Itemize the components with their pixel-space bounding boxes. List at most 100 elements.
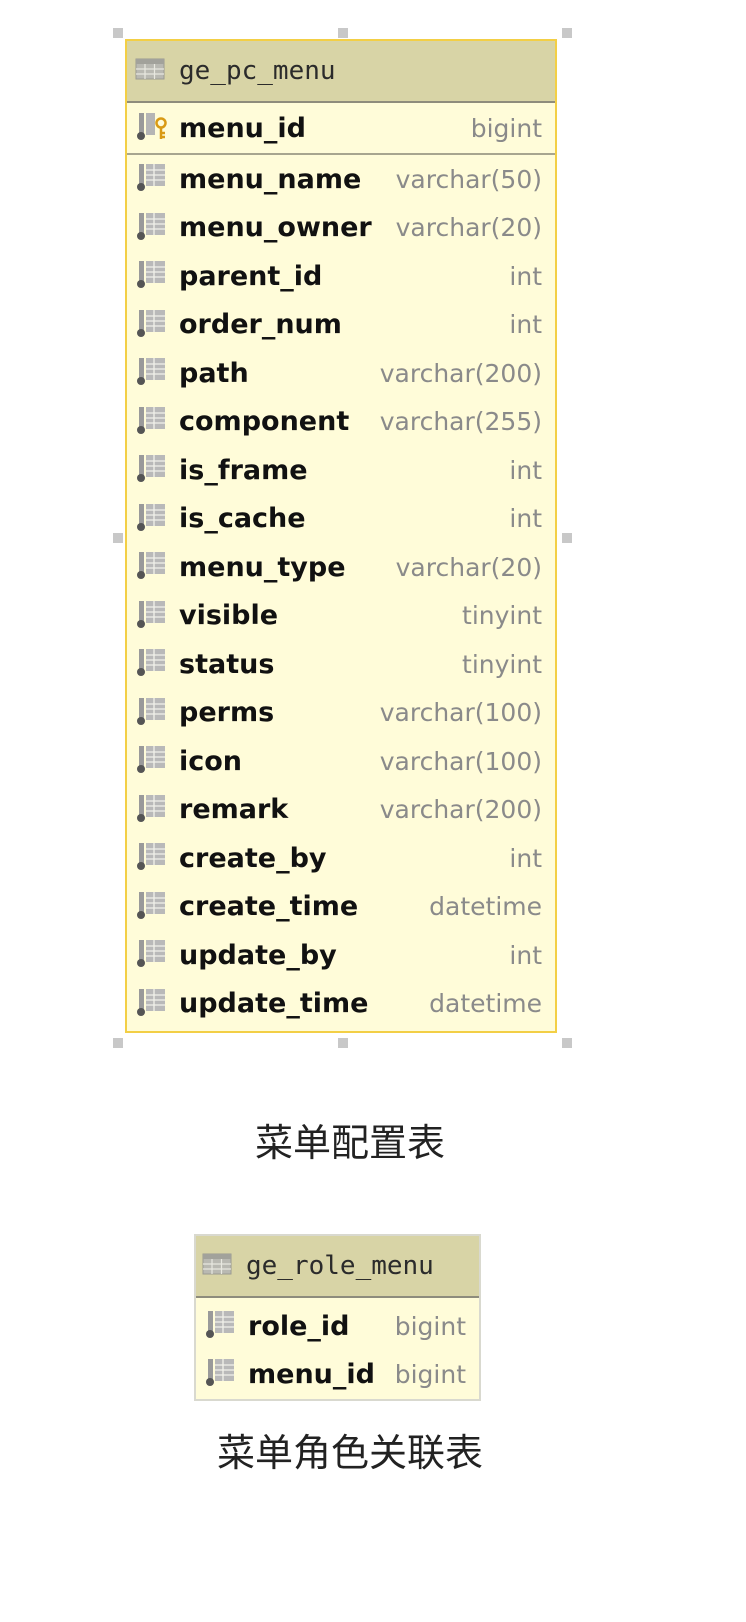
column-row[interactable]: order_num int [127,301,555,350]
column-icon [135,840,169,876]
column-row[interactable]: is_frame int [127,446,555,495]
column-type: varchar(20) [395,213,542,243]
column-name: update_by [179,939,337,971]
column-row[interactable]: visible tinyint [127,592,555,641]
primary-key-row[interactable]: menu_id bigint [127,103,555,155]
column-name: update_time [179,988,369,1020]
column-icon [135,695,169,731]
column-name: menu_type [179,551,346,583]
table-title: ge_pc_menu [179,56,336,86]
resize-handle-top-center[interactable] [338,28,348,38]
resize-handle-bottom-center[interactable] [338,1038,348,1048]
column-type: int [509,455,542,485]
column-name: menu_id [179,112,306,144]
resize-handle-top-right[interactable] [562,28,572,38]
column-name: create_by [179,842,327,874]
column-row[interactable]: path varchar(200) [127,349,555,398]
column-type: varchar(50) [395,164,542,194]
column-type: int [509,940,542,970]
column-name: role_id [248,1310,350,1342]
column-type: varchar(200) [379,358,542,388]
column-name: is_frame [179,454,308,486]
column-type: varchar(200) [379,795,542,825]
column-type: tinyint [462,649,542,679]
resize-handle-top-left[interactable] [113,28,123,38]
column-icon [135,792,169,828]
table-title: ge_role_menu [246,1251,434,1281]
column-name: order_num [179,309,342,341]
column-type: int [509,504,542,534]
column-type: datetime [429,892,542,922]
column-type: int [509,310,542,340]
column-name: create_time [179,891,359,923]
table-icon [135,57,165,85]
column-icon [135,937,169,973]
table-header[interactable]: ge_pc_menu [127,41,555,103]
column-name: status [179,648,275,680]
table-header[interactable]: ge_role_menu [196,1236,479,1298]
column-row[interactable]: create_by int [127,834,555,883]
column-icon [135,161,169,197]
column-name: remark [179,794,289,826]
column-row[interactable]: menu_id bigint [196,1350,479,1398]
column-icon [135,986,169,1022]
column-name: is_cache [179,503,306,535]
column-row[interactable]: status tinyint [127,640,555,689]
column-icon [135,549,169,585]
column-name: menu_id [248,1358,375,1390]
column-list: menu_name varchar(50) menu_owner varchar(20… [127,155,555,1028]
column-type: int [509,843,542,873]
column-icon [135,646,169,682]
column-name: menu_name [179,163,362,195]
column-type: varchar(255) [379,407,542,437]
column-icon [135,452,169,488]
column-name: parent_id [179,260,323,292]
menu-table-caption: 菜单配置表 [254,1121,445,1165]
column-type: tinyint [462,601,542,631]
column-type: bigint [394,1311,466,1341]
column-name: menu_owner [179,212,372,244]
column-row[interactable]: menu_type varchar(20) [127,543,555,592]
column-row[interactable]: icon varchar(100) [127,737,555,786]
role-menu-table-caption: 菜单角色关联表 [216,1431,483,1475]
column-name: component [179,406,350,438]
column-icon [135,307,169,343]
resize-handle-middle-right[interactable] [562,533,572,543]
column-icon [135,889,169,925]
primary-key-icon [135,110,169,146]
column-row[interactable]: menu_name varchar(50) [127,155,555,204]
column-row[interactable]: menu_owner varchar(20) [127,204,555,253]
column-icon [135,404,169,440]
resize-handle-bottom-right[interactable] [562,1038,572,1048]
resize-handle-middle-left[interactable] [113,533,123,543]
column-row[interactable]: create_time datetime [127,883,555,932]
column-icon [135,258,169,294]
table-icon [202,1252,232,1280]
column-row[interactable]: remark varchar(200) [127,786,555,835]
column-name: icon [179,745,243,777]
column-icon [204,1356,238,1392]
column-name: path [179,357,249,389]
column-icon [135,743,169,779]
column-type: varchar(20) [395,552,542,582]
column-row[interactable]: update_time datetime [127,980,555,1029]
column-icon [135,355,169,391]
column-type: bigint [394,1359,466,1389]
column-type: varchar(100) [379,746,542,776]
column-icon [135,598,169,634]
column-type: varchar(100) [379,698,542,728]
column-icon [135,210,169,246]
resize-handle-bottom-left[interactable] [113,1038,123,1048]
column-name: visible [179,600,279,632]
column-type: bigint [470,113,542,143]
column-row[interactable]: component varchar(255) [127,398,555,447]
column-row[interactable]: role_id bigint [196,1302,479,1350]
column-row[interactable]: is_cache int [127,495,555,544]
column-row[interactable]: update_by int [127,931,555,980]
column-type: datetime [429,989,542,1019]
